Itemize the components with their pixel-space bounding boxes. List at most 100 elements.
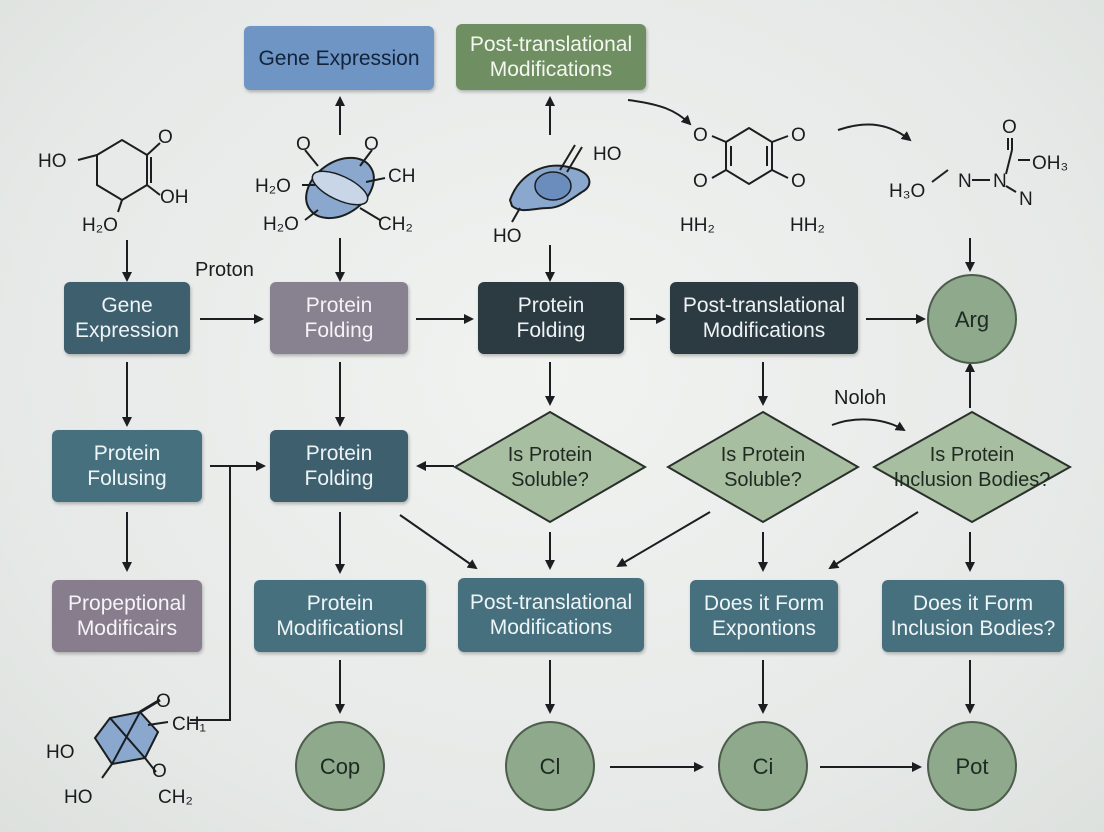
m1-ho: HO (38, 151, 67, 172)
box-r2-protein-folding-line2: Folding (304, 467, 374, 490)
box-r3-form-expontions: Does it Form Expontions (690, 580, 838, 652)
m4-o-right-bot: O (791, 171, 806, 192)
circle-arg-label: Arg (955, 307, 989, 332)
arrows (122, 96, 975, 772)
arrow-curve-to-molecule-4 (627, 99, 692, 126)
diamond-3-line2: Inclusion Bodies? (894, 469, 1051, 491)
box-r2-protein-folusing-line2: Folusing (87, 467, 167, 490)
box-r3-ptm-line1: Post-translational (469, 591, 633, 614)
molecule-3-illustration: HO HO (493, 144, 622, 247)
m2-o-right: O (364, 134, 379, 155)
box-r3-protein-modifications-line1: Protein (306, 592, 374, 615)
box-r3-ptm: Post-translational Modifications (458, 578, 644, 652)
m5-n3: N (1019, 189, 1033, 210)
m2-h2o-bot: H₂O (263, 214, 299, 235)
box-r2-protein-folusing-line1: Protein (93, 442, 161, 465)
box-r1-protein-folding-a: Protein Folding (270, 282, 408, 354)
m1-h2o: H₂O (82, 215, 118, 236)
box-r3-propeptional: Propeptional Modificairs (52, 580, 202, 652)
diamond-3-line1: Is Protein (930, 444, 1014, 466)
box-r3-ptm-line2: Modifications (489, 616, 613, 639)
molecule-2-illustration: O O H₂O H₂O CH CH₂ (255, 134, 415, 235)
box-r3-protein-modifications: Protein Modificationsl (254, 580, 426, 652)
arrow-curve-to-diamond-3 (831, 418, 906, 432)
m5-o: O (1002, 117, 1017, 138)
m6-ch1: CH₁ (172, 714, 206, 735)
m5-n1: N (958, 171, 972, 192)
arrow-diag-to-ptm-r3 (399, 514, 478, 570)
box-r3-propeptional-line2: Modificairs (76, 617, 178, 640)
label-noloh: Noloh (834, 387, 886, 409)
circle-cl-label: Cl (540, 754, 561, 779)
m2-h2o-top: H₂O (255, 176, 291, 197)
label-proton: Proton (195, 259, 254, 281)
box-top-gene-expression: Gene Expression (244, 26, 434, 90)
m4-hh2-left: HH₂ (680, 215, 715, 236)
diamond-2-line2: Soluble? (724, 469, 802, 491)
m3-ho-bot: HO (493, 226, 522, 247)
circle-ci: Ci (718, 721, 808, 811)
circle-cl: Cl (505, 721, 595, 811)
box-r1-gene-expression-line2: Expression (75, 319, 179, 342)
box-r1-protein-folding-b: Protein Folding (478, 282, 624, 354)
diamond-1-line1: Is Protein (508, 444, 592, 466)
m3-ho-top: HO (593, 144, 622, 165)
box-r1-ptm: Post-translational Modifications (670, 282, 858, 354)
m4-o-left-bot: O (693, 171, 708, 192)
box-r1-gene-expression: Gene Expression (64, 282, 190, 354)
circle-pot-label: Pot (955, 754, 988, 779)
decision-diamond-2: Is Protein Soluble? (666, 410, 860, 524)
decision-diamond-3: Is Protein Inclusion Bodies? (871, 410, 1073, 524)
circle-cop: Cop (295, 721, 385, 811)
box-r3-form-expontions-line1: Does it Form (703, 592, 825, 615)
box-top-ptm-line2: Modifications (489, 58, 613, 81)
box-r1-gene-expression-line1: Gene (101, 294, 153, 317)
circle-arg: Arg (927, 274, 1017, 364)
m6-o-bot: O (152, 761, 167, 782)
box-r2-protein-folding-line1: Protein (305, 442, 373, 465)
arrow-curve-to-molecule-5 (837, 123, 912, 142)
m1-oh: OH (160, 187, 189, 208)
diamond-2-line1: Is Protein (721, 444, 805, 466)
circle-ci-label: Ci (753, 754, 774, 779)
m6-o: O (156, 691, 171, 712)
molecule-1-illustration: HO O OH H₂O (38, 127, 189, 236)
box-r2-protein-folding: Protein Folding (270, 430, 408, 502)
circle-cop-label: Cop (320, 754, 360, 779)
decision-diamond-1: Is Protein Soluble? (453, 410, 647, 524)
molecule-4-illustration: O O O O HH₂ HH₂ (680, 125, 825, 236)
m6-ch2: CH₂ (158, 787, 193, 808)
box-top-ptm: Post-translational Modifications (456, 24, 646, 90)
box-r3-form-inclusion: Does it Form Inclusion Bodies? (882, 580, 1064, 652)
molecule-5-illustration: O OH₃ H₃O N N N (889, 117, 1068, 210)
box-r1-protein-folding-b-line1: Protein (517, 294, 585, 317)
circle-pot: Pot (927, 721, 1017, 811)
box-r1-ptm-line2: Modifications (702, 319, 826, 342)
box-r3-form-inclusion-line1: Does it Form (912, 592, 1034, 615)
box-r3-form-inclusion-line2: Inclusion Bodies? (890, 617, 1056, 640)
box-top-gene-expression-label: Gene Expression (258, 46, 420, 70)
box-r1-protein-folding-a-line1: Protein (305, 294, 373, 317)
diamond-1-line2: Soluble? (511, 469, 589, 491)
box-r3-form-expontions-line2: Expontions (712, 617, 816, 640)
box-r1-ptm-line1: Post-translational (682, 294, 846, 317)
m4-o-left-top: O (693, 125, 708, 146)
m2-o-left: O (296, 134, 311, 155)
box-r3-protein-modifications-line2: Modificationsl (276, 617, 404, 640)
molecule-6-illustration: O CH₁ HO HO O CH₂ (46, 691, 206, 808)
m6-ho-top: HO (46, 742, 75, 763)
box-r3-propeptional-line1: Propeptional (68, 592, 186, 615)
m5-oh3: OH₃ (1032, 153, 1068, 174)
m6-ho-bot: HO (64, 787, 93, 808)
m2-ch: CH (388, 166, 415, 187)
m2-ch2: CH₂ (378, 214, 413, 235)
m4-hh2-right: HH₂ (790, 215, 825, 236)
box-r1-protein-folding-b-line2: Folding (516, 319, 586, 342)
arrow-diag-diamond3-form (828, 511, 919, 570)
m5-h3o: H₃O (889, 181, 925, 202)
arrow-diag-diamond2-ptm (616, 511, 711, 568)
connector-molecule-6 (190, 466, 231, 721)
m1-o: O (158, 127, 173, 148)
m5-n2: N (993, 171, 1007, 192)
